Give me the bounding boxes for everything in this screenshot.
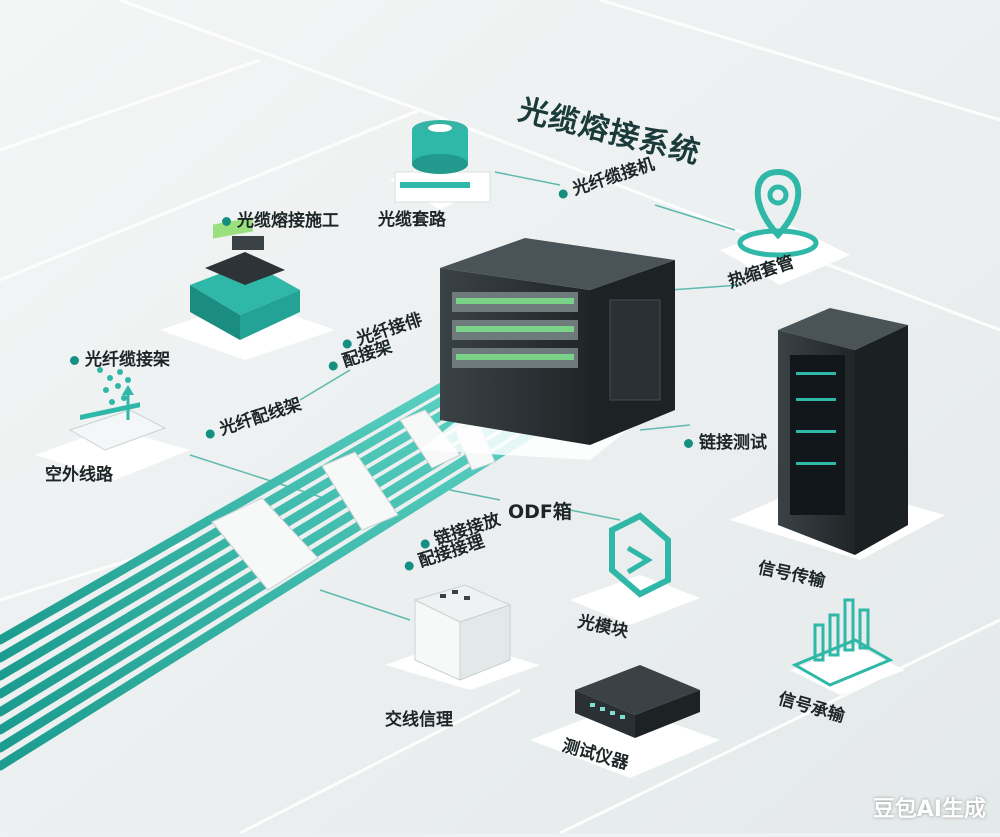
fiber-cable-bundle (0, 360, 590, 771)
watermark: 豆包AI生成 (872, 797, 986, 822)
network-switch-icon (530, 665, 720, 778)
location-pin-icon (720, 168, 850, 285)
fusion-splicer-icon (160, 217, 335, 360)
junction-box-icon (385, 584, 540, 690)
label-odf-box: ODF箱 (508, 501, 572, 523)
label-fiber-frame: 光纤缆接架 (70, 345, 170, 370)
label-outdoor-line: 空外线路 (45, 465, 113, 485)
label-link-test: 链接测试 (684, 428, 767, 453)
connector-lines (189, 171, 741, 621)
label-cable-sleeve: 光缆套路 (378, 210, 446, 230)
optical-module-icon (570, 512, 700, 625)
cable-reel-icon (390, 120, 491, 210)
server-rack-icon (730, 308, 945, 560)
label-construction: 光缆熔接施工 (222, 206, 339, 231)
label-cross-management: 交线信理 (385, 710, 453, 730)
bar-chart-icon (790, 598, 905, 695)
odf-cabinet-icon (420, 238, 675, 460)
